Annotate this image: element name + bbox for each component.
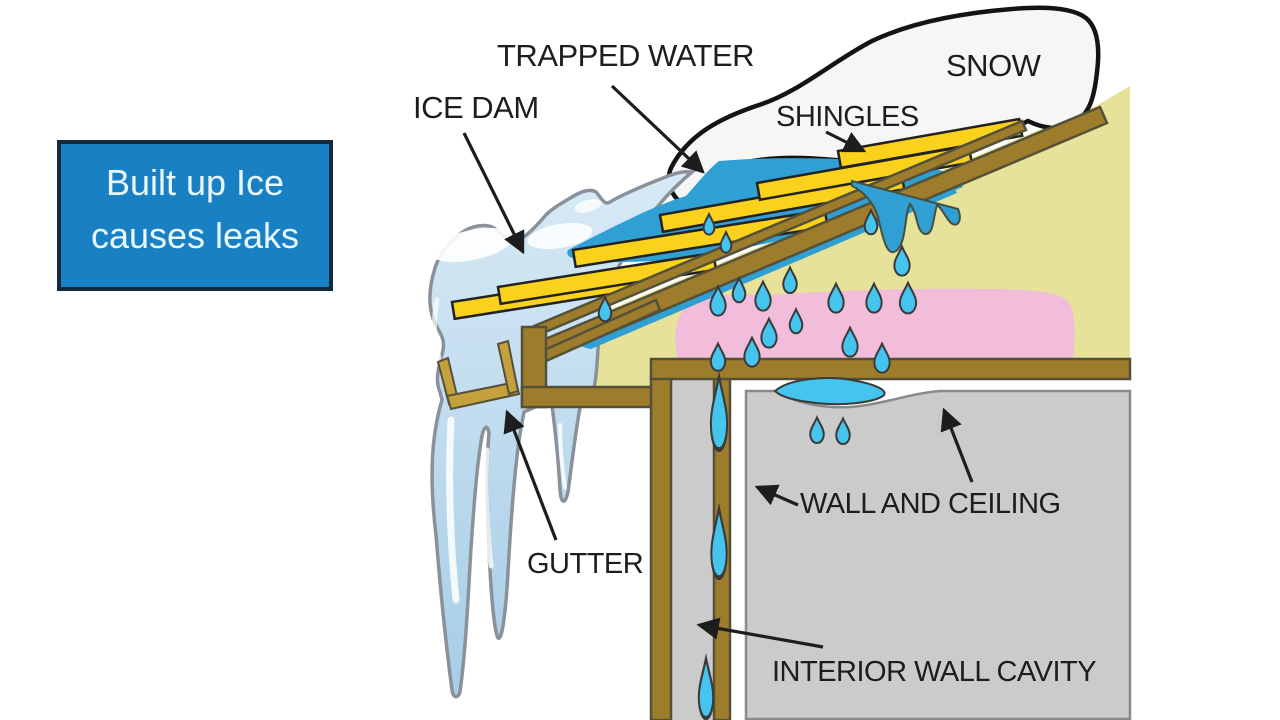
ceiling-beam — [649, 357, 1132, 381]
water-drop — [702, 211, 716, 236]
shingles-group — [450, 117, 1024, 321]
eave-structure — [520, 325, 664, 409]
water-drop — [841, 325, 859, 358]
water-drop — [835, 416, 851, 446]
water-drop — [743, 335, 761, 368]
callout-line-1: Built up Ice — [105, 162, 285, 203]
water-drops-layer — [597, 207, 918, 720]
shingle-bar — [571, 208, 829, 269]
water-drop — [898, 280, 918, 315]
water-drop — [731, 275, 747, 304]
water-drop — [709, 284, 727, 317]
arrow-wall-cavity — [696, 617, 824, 649]
label-interior-wall-cavity: INTERIOR WALL CAVITY — [772, 656, 1097, 688]
callout-box: Built up Ice causes leaks — [57, 140, 333, 291]
label-wall-and-ceiling: WALL AND CEILING — [800, 488, 1061, 520]
callout-line-2: causes leaks — [90, 215, 300, 256]
water-drop — [719, 229, 733, 254]
gutter-shape — [436, 339, 521, 411]
snow-shape — [666, 5, 1101, 203]
label-gutter: GUTTER — [527, 548, 644, 580]
soffit-board — [520, 385, 664, 409]
water-drop — [597, 294, 613, 323]
arrow-ice-dam — [462, 132, 525, 255]
label-ice-dam: ICE DAM — [413, 90, 539, 125]
water-drop — [760, 316, 778, 349]
water-drop — [754, 279, 772, 312]
water-drop — [788, 306, 804, 335]
water-drop — [863, 207, 879, 236]
water-drop — [782, 265, 798, 295]
ice-highlight — [430, 199, 602, 263]
water-drip-stream — [851, 179, 961, 254]
wall-stud-outer — [649, 375, 673, 720]
water-drop — [865, 281, 883, 314]
water-drop — [873, 341, 891, 374]
water-drop — [709, 370, 729, 452]
arrow-shingles — [825, 130, 867, 153]
water-drop — [827, 281, 845, 314]
annotation-arrows — [462, 84, 974, 649]
water-drop — [809, 415, 825, 445]
water-drop — [709, 341, 727, 372]
arrow-ceiling — [940, 407, 974, 483]
ceiling-water-puddle — [773, 377, 886, 406]
ice-highlight-streaks — [432, 297, 567, 604]
arrow-wall — [754, 484, 799, 507]
water-drop — [710, 502, 728, 581]
water-drop — [893, 244, 911, 277]
label-trapped-water: TRAPPED WATER — [497, 38, 755, 73]
label-snow: SNOW — [946, 48, 1041, 83]
label-shingles: SHINGLES — [776, 101, 919, 133]
water-drop — [697, 652, 715, 720]
arrow-trapped-water — [610, 84, 705, 174]
arrow-gutter — [503, 409, 558, 541]
